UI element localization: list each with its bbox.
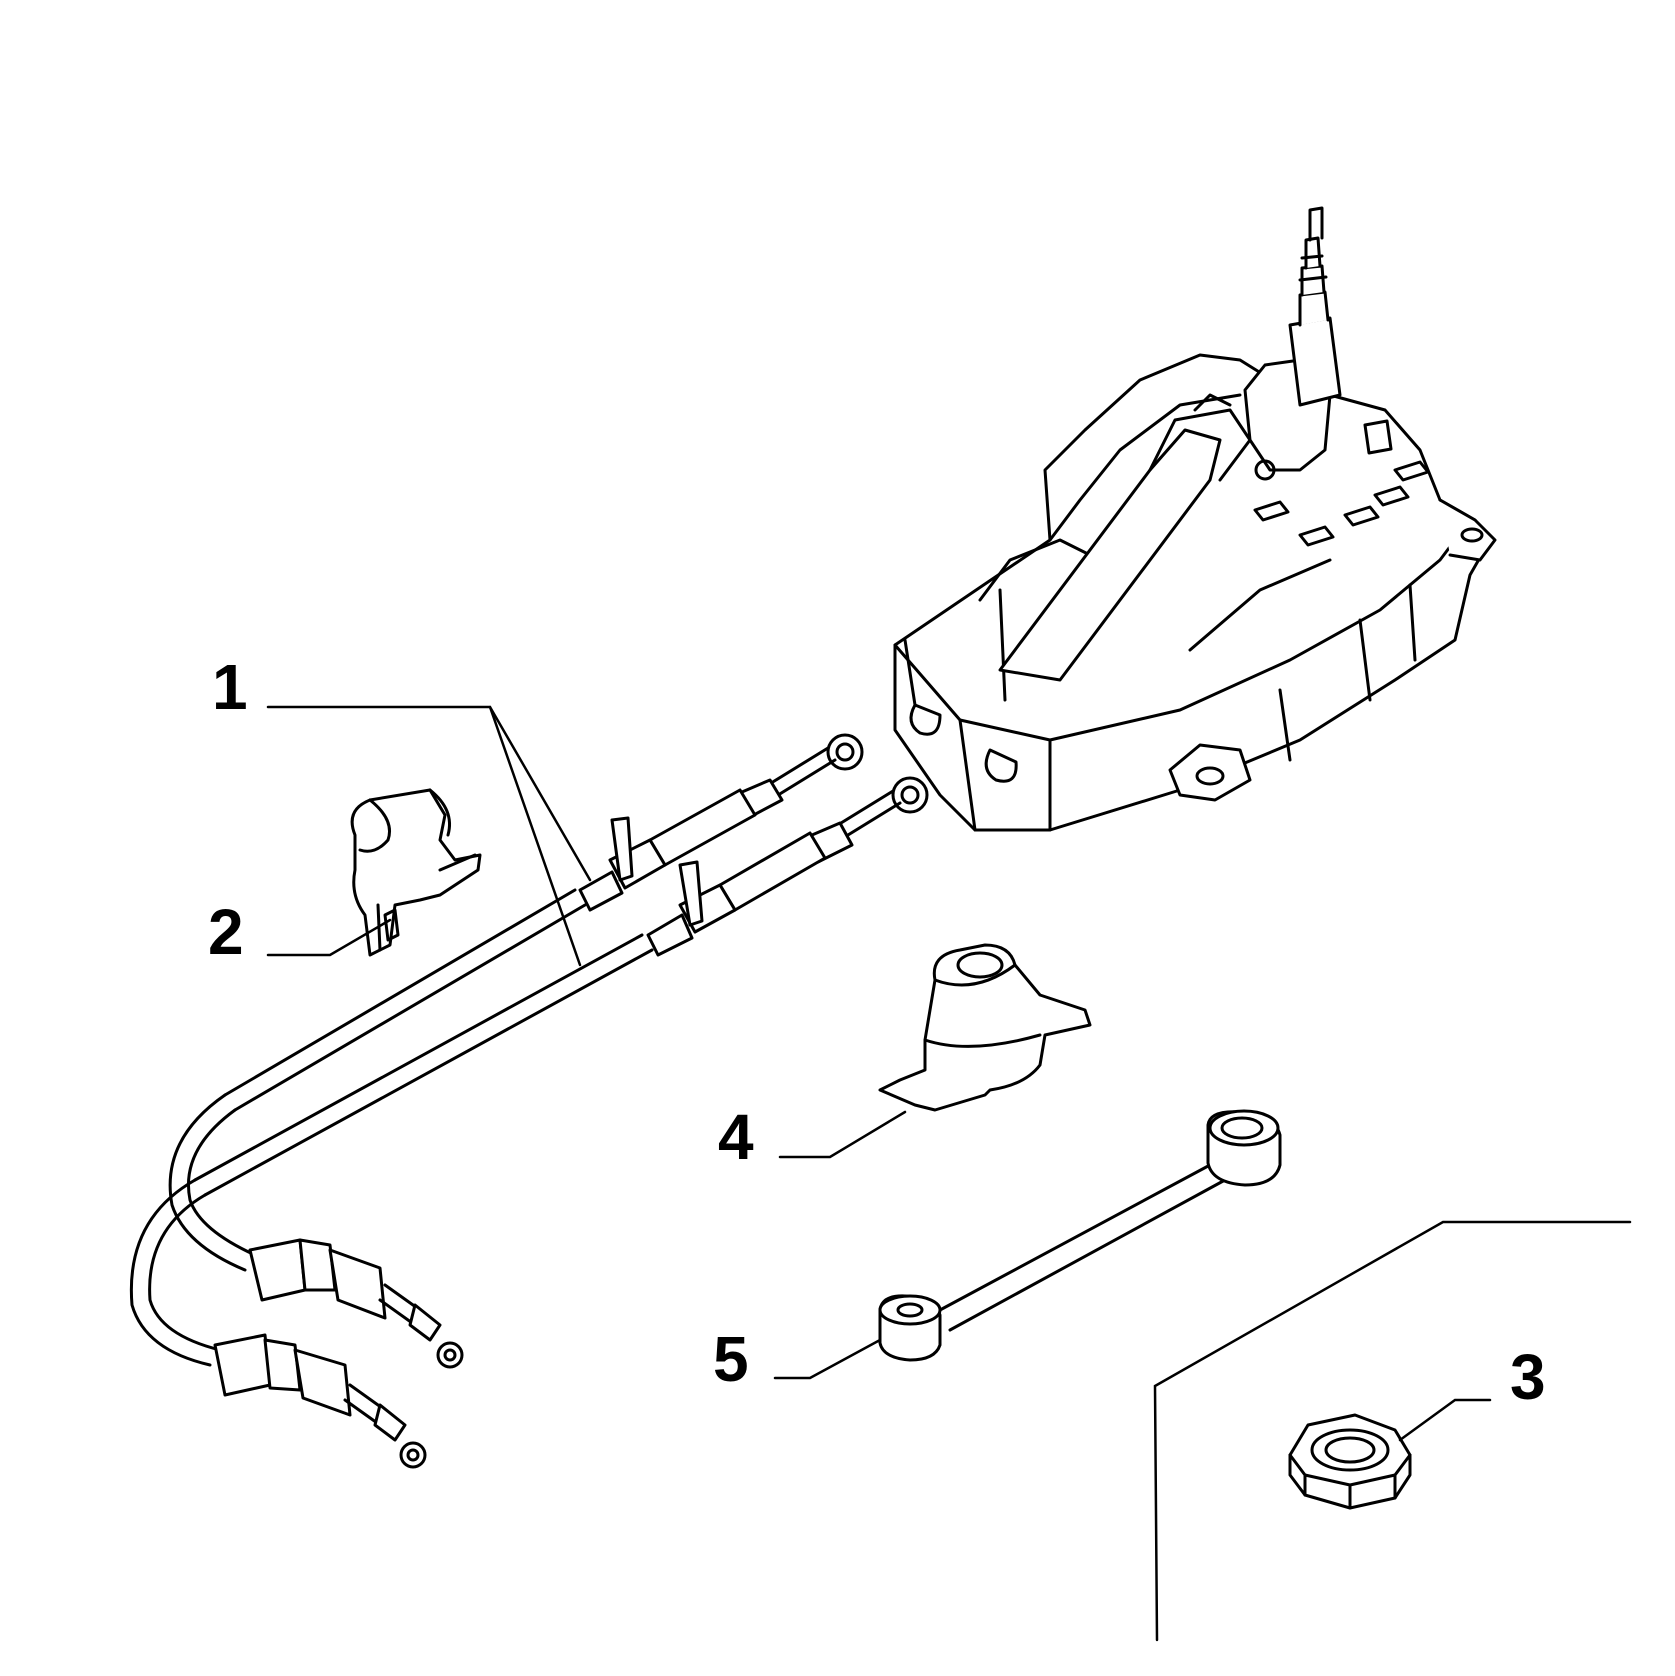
callout-2: 2 bbox=[208, 896, 244, 968]
hex-nut bbox=[1288, 1413, 1412, 1510]
callout-1: 1 bbox=[212, 651, 248, 723]
leader-lines bbox=[266, 705, 1632, 1642]
callout-5: 5 bbox=[713, 1323, 749, 1395]
callout-3: 3 bbox=[1510, 1341, 1546, 1413]
gear-cables bbox=[129, 733, 929, 1469]
callout-4: 4 bbox=[718, 1101, 754, 1173]
link-rod bbox=[878, 1109, 1282, 1362]
gear-shift-housing bbox=[893, 206, 1497, 832]
rubber-boot bbox=[878, 943, 1092, 1112]
